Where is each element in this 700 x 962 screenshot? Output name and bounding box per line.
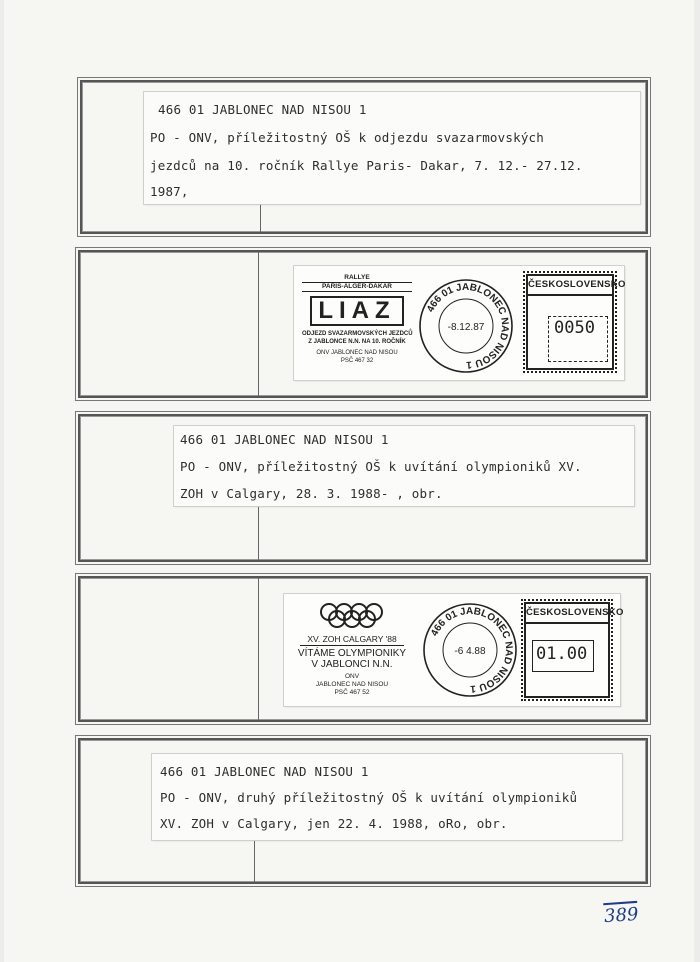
sender-line-3: PSČ 467 52 (334, 689, 370, 696)
entry-1-description-cont: jezdců na 10. ročník Rallye Paris- Dakar… (150, 158, 583, 173)
slogan-route: PARIS-ALGER-DAKAR (302, 282, 412, 292)
franking-box-1: ČESKOSLOVENSKO 0050 (523, 271, 625, 373)
cutout-frame-1 (75, 247, 651, 401)
slogan-liaz-logo: LIAZ (310, 296, 404, 326)
olympic-rings-icon (320, 603, 383, 628)
sender-line-2: JABLONEC NAD NISOU (315, 681, 389, 688)
frame-divider (258, 505, 259, 560)
meter-cutout-2: XV. ZOH CALGARY '88 VÍTÁME OLYMPIONIKY V… (284, 594, 623, 706)
slogan-rallye: RALLYE (344, 274, 370, 281)
slogan-line-1: VÍTÁME OLYMPIONIKY (297, 648, 407, 659)
meter-1-slogan: RALLYE PARIS-ALGER-DAKAR LIAZ ODJEZD SVA… (302, 274, 413, 365)
entry-frame-2 (75, 411, 651, 565)
text-slip-1: 466 01 JABLONEC NAD NISOU 1 PO - ONV, př… (144, 92, 640, 204)
frame-divider (254, 840, 255, 882)
frame-divider (258, 252, 259, 396)
cutout-frame-2 (75, 573, 651, 725)
slogan-line-1: ODJEZD SVAZARMOVSKÝCH JEZDCŮ (302, 331, 413, 337)
text-slip-3: 466 01 JABLONEC NAD NISOU 1 PO - ONV, dr… (152, 754, 622, 840)
entry-2-description-cont: ZOH v Calgary, 28. 3. 1988- , obr. (180, 486, 443, 501)
franking-1-value: 0050 (554, 318, 595, 338)
page-number: 389 (603, 900, 640, 928)
slogan-line-2: V JABLONCI N.N. (311, 659, 393, 670)
franking-2-inner-box (532, 640, 594, 672)
entry-frame-1 (77, 77, 651, 237)
sender-line-1: ONV (344, 673, 360, 680)
postmark-circle-2: 466 01 JABLONEC NAD NISOU 1 -6 4.88 (423, 603, 517, 697)
slogan-line-2: Z JABLONCE N.N. NA 10. ROČNÍK (308, 339, 406, 345)
entry-1-description: PO - ONV, příležitostný OŠ k odjezdu sva… (150, 130, 545, 145)
entry-2-description: PO - ONV, příležitostný OŠ k uvítání oly… (180, 459, 582, 474)
meter-2-slogan: XV. ZOH CALGARY '88 VÍTÁME OLYMPIONIKY V… (292, 602, 412, 697)
entry-3-description-cont: XV. ZOH v Calgary, jen 22. 4. 1988, oRo,… (160, 816, 508, 831)
postmark-2-date: -6 4.88 (454, 646, 486, 657)
frame-divider (258, 578, 259, 720)
postmark-circle-1: 466 01 JABLONEC NAD NISOU 1 -8.12.87 (419, 279, 513, 373)
franking-box-2: ČESKOSLOVENSKO 01.00 (521, 599, 623, 701)
sender-line-2: PSČ 467 32 (340, 358, 374, 364)
entry-1-office: 466 01 JABLONEC NAD NISOU 1 (158, 102, 367, 117)
frame-divider (260, 180, 261, 232)
entry-1-year: 1987, (150, 184, 189, 199)
postmark-1-date: -8.12.87 (448, 322, 485, 333)
sender-line-1: ONV JABLONEC NAD NISOU (316, 350, 398, 356)
entry-2-office: 466 01 JABLONEC NAD NISOU 1 (180, 432, 389, 447)
entry-3-description: PO - ONV, druhý příležitostný OŠ k uvítá… (160, 790, 578, 805)
slogan-event: XV. ZOH CALGARY '88 (300, 634, 404, 646)
entry-3-office: 466 01 JABLONEC NAD NISOU 1 (160, 764, 369, 779)
franking-1-country: ČESKOSLOVENSKO (528, 276, 625, 296)
franking-2-country: ČESKOSLOVENSKO (526, 604, 623, 624)
album-page: 466 01 JABLONEC NAD NISOU 1 PO - ONV, př… (4, 0, 694, 962)
franking-1-inner-box (548, 316, 608, 362)
entry-frame-3 (75, 735, 651, 887)
meter-cutout-1: RALLYE PARIS-ALGER-DAKAR LIAZ ODJEZD SVA… (294, 266, 625, 380)
franking-2-value: 01.00 (536, 644, 588, 664)
text-slip-2: 466 01 JABLONEC NAD NISOU 1 PO - ONV, př… (174, 426, 634, 506)
